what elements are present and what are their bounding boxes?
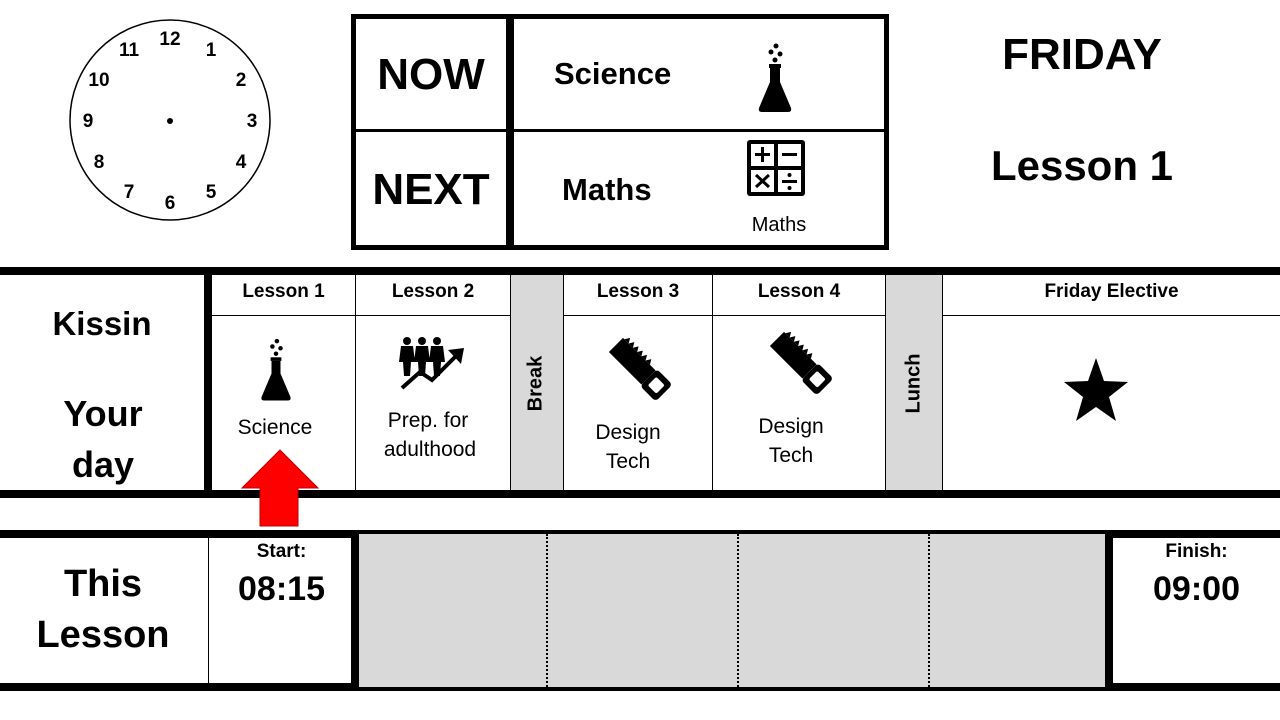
lesson-3-subject-line2: Tech (605, 450, 651, 473)
lunch-label: Lunch (902, 353, 925, 414)
progress-divider (928, 534, 930, 687)
lesson-progress-bar (351, 534, 1113, 687)
clock-number: 2 (236, 70, 247, 91)
clock-number: 11 (119, 40, 140, 61)
next-subject: Maths (562, 172, 652, 207)
your-day-line2: day (71, 444, 135, 485)
day-title: FRIDAY (1002, 30, 1162, 79)
start-time: 08:15 (238, 570, 325, 608)
clock-number: 8 (94, 152, 105, 173)
lesson-4-subject-line2: Tech (768, 444, 814, 467)
lesson-3-header: Lesson 3 (596, 281, 680, 302)
clock-number: 6 (165, 193, 176, 214)
lesson-1-header: Lesson 1 (242, 281, 325, 302)
your-day-line1: Your (63, 393, 143, 434)
clock-number: 12 (159, 29, 180, 50)
red-up-arrow-icon (240, 449, 320, 527)
break-column (510, 275, 564, 490)
clock-number: 1 (206, 40, 217, 61)
now-label: NOW (377, 50, 485, 99)
clock-number: 10 (88, 70, 109, 91)
clock-number: 9 (83, 111, 94, 132)
lesson-2-subject-line2: adulthood (383, 438, 477, 461)
now-subject: Science (554, 56, 672, 91)
this-lesson-line1: This (63, 563, 143, 605)
finish-label: Finish: (1165, 541, 1228, 562)
break-label: Break (524, 355, 547, 412)
saw-icon (769, 331, 832, 394)
people-growth-icon (399, 337, 464, 390)
star-icon (1064, 358, 1128, 421)
now-next-panel (351, 14, 889, 250)
next-label: NEXT (372, 165, 490, 214)
lunch-column (885, 275, 943, 490)
saw-icon (608, 337, 671, 400)
current-lesson-title: Lesson 1 (990, 142, 1174, 189)
finish-time: 09:00 (1153, 570, 1240, 608)
maths-symbols-icon (747, 140, 805, 196)
lesson-2-subject-line1: Prep. for (387, 409, 469, 432)
clock-number: 4 (236, 152, 247, 173)
progress-divider (546, 534, 548, 687)
student-name: Kissin (52, 305, 152, 342)
flask-icon (261, 338, 291, 401)
lesson-2-header: Lesson 2 (391, 281, 475, 302)
elective-header: Friday Elective (1044, 281, 1179, 302)
progress-divider (737, 534, 739, 687)
clock-number: 5 (206, 182, 217, 203)
start-label: Start: (256, 541, 307, 562)
lesson-1-subject: Science (237, 416, 313, 439)
lesson-3-subject-line1: Design (595, 421, 661, 444)
clock-number: 3 (247, 111, 258, 132)
clock-center-dot (167, 118, 173, 124)
this-lesson-line2: Lesson (36, 614, 170, 656)
lesson-4-header: Lesson 4 (757, 281, 841, 302)
clock-number: 7 (124, 182, 135, 203)
next-icon-caption: Maths (751, 214, 807, 236)
lesson-4-subject-line1: Design (758, 415, 824, 438)
flask-icon (758, 43, 792, 112)
